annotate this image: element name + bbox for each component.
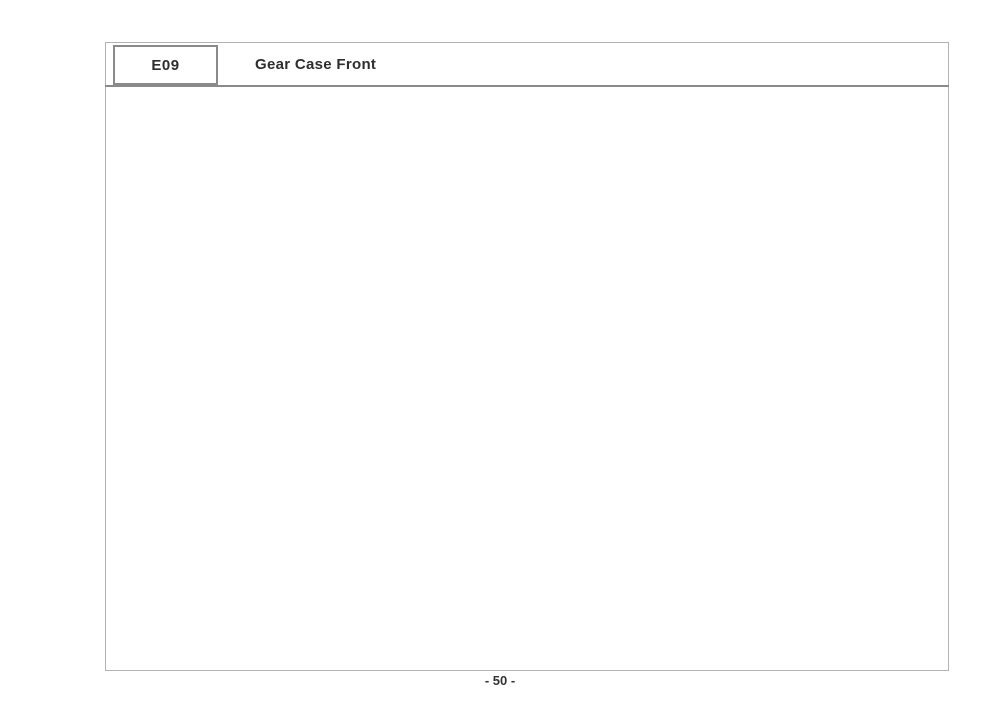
page-title: Gear Case Front [255, 56, 377, 73]
page-number: - 50 - [484, 673, 516, 688]
section-code-box: E09 [113, 45, 218, 85]
header: E09 Gear Case Front [105, 42, 949, 87]
content-frame [105, 42, 949, 671]
section-code: E09 [151, 56, 180, 74]
